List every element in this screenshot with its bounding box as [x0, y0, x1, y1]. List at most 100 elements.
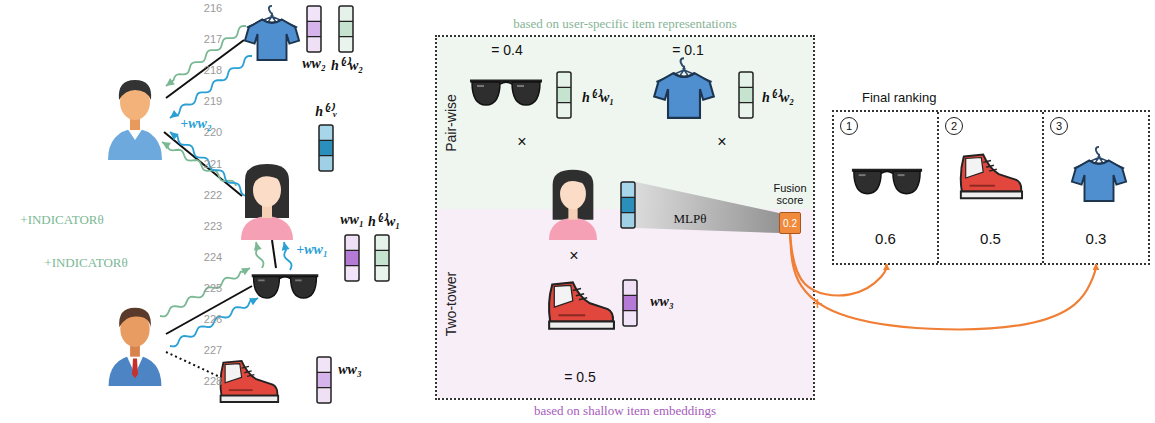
pairwise-band: Pair-wise [437, 37, 813, 209]
sneaker-icon [961, 155, 1022, 199]
mlp-cone [636, 182, 779, 233]
operation-label: +INDICATORθ [20, 212, 103, 228]
message-arrowhead [241, 268, 250, 275]
vector-label: ww₂ [302, 56, 326, 72]
node-text: 0.6 [834, 230, 937, 247]
multiply-sign: × [517, 133, 526, 151]
line-number: 218 [204, 64, 222, 76]
model-panel: based on user-specific item representati… [435, 35, 815, 400]
embedding-vector [317, 357, 331, 403]
graph-edges [164, 40, 276, 378]
line-number: 222 [204, 189, 222, 201]
vector-label: h⁽²⁾w₁ [368, 211, 400, 230]
message-arrowhead [249, 298, 258, 305]
sunglasses-icon [252, 276, 319, 298]
embedding-vector [345, 235, 359, 281]
line-number: 224 [204, 251, 222, 263]
message-arrow [170, 298, 258, 346]
line-number: 223 [204, 220, 222, 232]
sneaker-icon [549, 282, 614, 328]
node-text: 0.5 [939, 230, 1042, 247]
vector-label: h⁽²⁾w₂ [762, 87, 794, 106]
embedding-vector [307, 6, 321, 52]
node-text: 0.2 [783, 218, 797, 229]
embedding-vector [319, 125, 333, 171]
user-icon [109, 308, 162, 386]
line-number: 217 [204, 33, 222, 45]
operation-label: +INDICATORθ [44, 255, 127, 271]
ranking-cell: 20.5 [939, 112, 1044, 263]
heading-text: Fusion score [762, 182, 818, 207]
line-number: 216 [204, 2, 222, 14]
ranking-panel: Final ranking10.620.530.3 [832, 110, 1150, 265]
node-text: based on shallow item embeddings [437, 403, 813, 419]
embedding-vector [739, 72, 753, 118]
node-text: 3 [1050, 117, 1068, 135]
message-arrow [166, 26, 246, 86]
embedding-vector [557, 72, 571, 118]
ranking-cell: 10.6 [834, 112, 939, 263]
vector-label: ww₃ [650, 294, 674, 310]
edge-label: + [812, 294, 823, 315]
node-text: 2 [945, 117, 963, 135]
line-number: 228 [204, 375, 222, 387]
node-text: 1 [840, 117, 858, 135]
node-text: Final ranking [862, 90, 936, 105]
embedding-vector [375, 235, 389, 281]
heading-text: based on user-specific item representati… [437, 16, 813, 32]
vector-label: +ww₁ [296, 242, 328, 258]
message-arrow [284, 242, 292, 270]
graph-edge [166, 40, 244, 98]
user-icon [241, 164, 293, 240]
mlp-label: MLPθ [674, 211, 707, 227]
message-arrowhead [162, 142, 171, 150]
line-number: 221 [204, 158, 222, 170]
user-icon [108, 80, 162, 160]
message-arrow [162, 142, 236, 186]
node-text: Two-tower [443, 271, 459, 336]
vector-label: h⁽²⁾ᵥ [315, 101, 337, 120]
score-label: = 0.4 [491, 42, 523, 58]
vector-label: ww₃ [338, 362, 362, 378]
message-arrow [160, 268, 250, 316]
vector-label: +ww₂ [180, 116, 212, 132]
sunglasses-icon [470, 81, 542, 105]
message-arrow [256, 242, 264, 268]
message-arrowhead [254, 242, 262, 251]
message-arrow [170, 132, 256, 202]
message-arrowhead [170, 110, 179, 118]
multiply-sign: × [569, 247, 578, 265]
vector-label: h⁽²⁾w₂ [331, 55, 363, 74]
message-arrowhead [170, 132, 179, 140]
score-label: = 0.5 [564, 369, 596, 385]
multiply-sign: × [717, 133, 726, 151]
vector-label: h⁽²⁾w₁ [582, 87, 614, 106]
sunglasses-icon [852, 170, 922, 193]
node-text: Pair-wise [443, 94, 459, 152]
shirt-icon [1072, 147, 1126, 201]
score-arrow [790, 234, 1096, 329]
sneaker-icon [220, 361, 278, 402]
message-arrow [170, 56, 252, 118]
ranking-cell: 30.3 [1044, 112, 1148, 263]
shirt-icon [654, 58, 714, 118]
message-arrowhead [166, 78, 175, 86]
line-number: 225 [204, 282, 222, 294]
graph-edge [164, 132, 242, 196]
graph-edge [272, 240, 276, 268]
line-number: 227 [204, 344, 222, 356]
line-number: 219 [204, 95, 222, 107]
embedding-vector [621, 182, 635, 228]
two-tower-band: Two-tower [437, 209, 813, 398]
score-arrow [790, 234, 887, 295]
shirt-icon [245, 6, 299, 60]
embedding-vector [623, 280, 637, 326]
message-arrowhead [282, 242, 290, 251]
score-label: = 0.1 [672, 42, 704, 58]
vector-label: ww₁ [340, 212, 364, 228]
fusion-score-box: Fusion score0.2 [779, 212, 801, 234]
user-icon [549, 170, 597, 240]
